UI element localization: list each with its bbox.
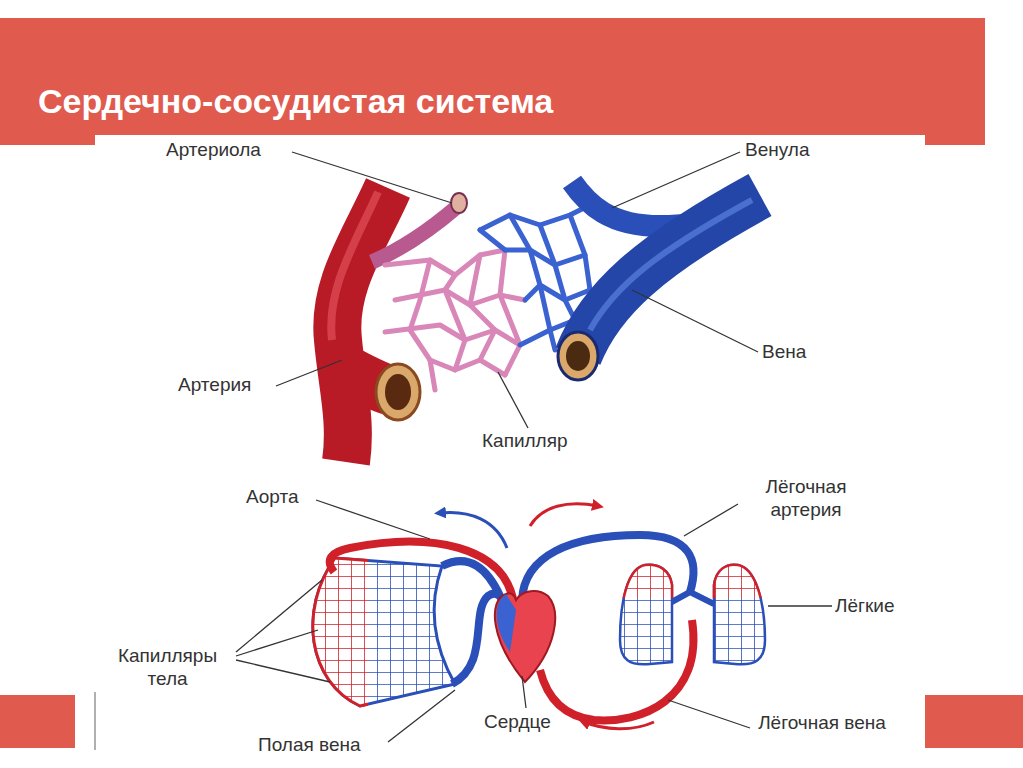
- vessel-illustration: [331, 182, 760, 462]
- slide-title: Сердечно-сосудистая система: [38, 82, 553, 121]
- part-label: Лёгочная вена: [752, 712, 892, 735]
- part-label: Сердце: [484, 711, 551, 734]
- title-band: [0, 18, 985, 145]
- part-label: Капилляры тела: [100, 645, 235, 691]
- part-label: Лёгочная артерия: [736, 476, 876, 522]
- part-label: Аорта: [246, 486, 298, 509]
- corner-block: [0, 695, 75, 748]
- part-label: Артериола: [166, 139, 261, 162]
- divider-line: [94, 692, 96, 750]
- corner-block: [925, 695, 1023, 748]
- part-label: Капилляр: [482, 430, 568, 453]
- leader-lines: [276, 152, 758, 428]
- part-label: Лёгкие: [835, 595, 894, 618]
- part-label: Артерия: [178, 374, 251, 397]
- leader-lines: [236, 500, 832, 742]
- part-label: Полая вена: [258, 734, 361, 757]
- circulation-illustration: [313, 504, 765, 729]
- part-label: Вена: [762, 341, 806, 364]
- part-label: Венула: [745, 139, 809, 162]
- content-panel: [95, 135, 925, 768]
